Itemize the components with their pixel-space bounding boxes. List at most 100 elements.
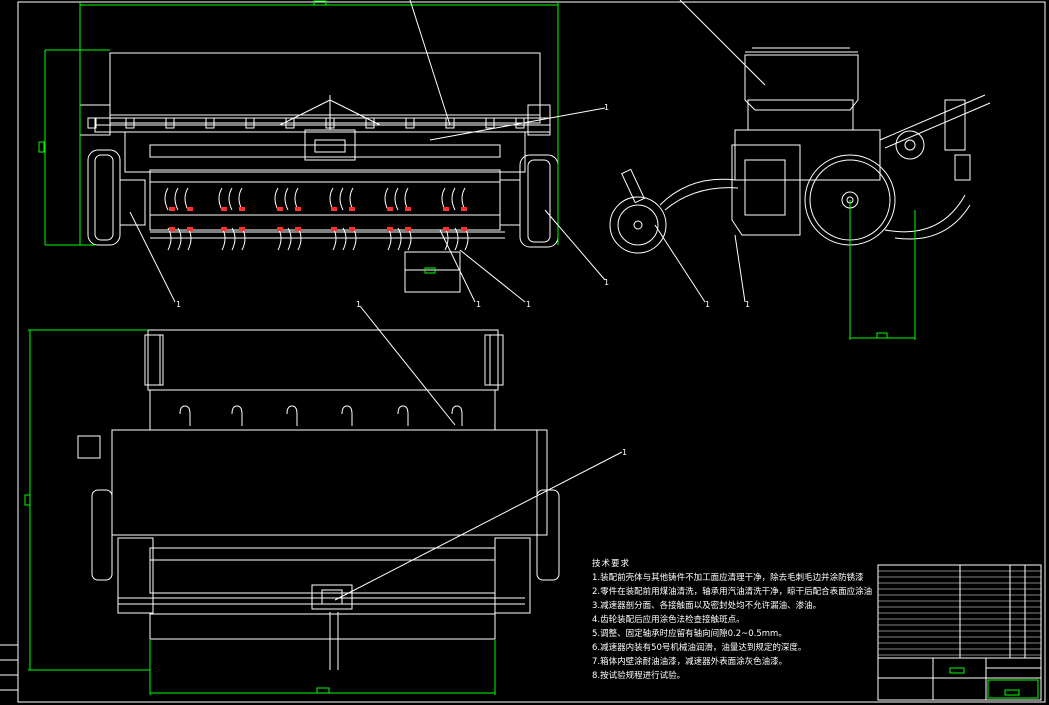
top-bolt bbox=[87, 117, 97, 129]
front-view bbox=[79, 52, 559, 293]
top-view-hooks bbox=[179, 405, 463, 426]
tine-lower bbox=[177, 227, 182, 251]
bolt-marker bbox=[169, 207, 175, 211]
callout-top-a: 1 bbox=[356, 300, 361, 309]
bolt-marker bbox=[461, 227, 467, 231]
requirement-item: 4.齿轮装配后应用涂色法检查接触斑点。 bbox=[592, 615, 745, 625]
tine-lower bbox=[277, 227, 282, 251]
top-bolt bbox=[445, 117, 455, 129]
side-view bbox=[609, 47, 991, 254]
callout-front-c: 1 bbox=[476, 300, 481, 309]
tine-upper bbox=[164, 187, 169, 211]
front-view-bolts bbox=[87, 117, 525, 231]
requirement-item: 6.减速器内装有50号机械油润滑，油量达到规定的深度。 bbox=[592, 643, 807, 653]
tine-lower bbox=[231, 227, 236, 251]
tine-upper bbox=[404, 187, 409, 211]
callout-front-d: 1 bbox=[526, 300, 531, 309]
tine-upper bbox=[284, 187, 289, 211]
bolt-marker bbox=[169, 227, 175, 231]
callout-side-b: 1 bbox=[745, 300, 750, 309]
callout-front-a: 1 bbox=[604, 103, 609, 112]
title-block bbox=[877, 564, 1042, 701]
side-view-dimensions bbox=[849, 200, 916, 340]
tine-lower bbox=[387, 227, 392, 251]
bolt-marker bbox=[405, 227, 411, 231]
top-bolt bbox=[125, 117, 135, 129]
tine-hook bbox=[286, 405, 298, 426]
callout-side-a: 1 bbox=[705, 300, 710, 309]
tine-upper bbox=[349, 187, 354, 211]
tine-upper bbox=[461, 187, 466, 211]
tine-hook bbox=[341, 405, 353, 426]
bolt-marker bbox=[295, 227, 301, 231]
tine-hook bbox=[397, 405, 409, 426]
requirement-item: 3.减速器剖分面、各接触面以及密封处均不允许漏油、渗油。 bbox=[592, 601, 822, 611]
tine-upper bbox=[394, 187, 399, 211]
tine-lower bbox=[397, 227, 402, 251]
bolt-marker bbox=[277, 207, 283, 211]
technical-requirements: 技术要求 1.装配前壳体与其他铸件不加工面应清理干净，除去毛刺毛边并涂防锈漆 2… bbox=[592, 557, 882, 683]
title-block-green bbox=[949, 667, 1039, 699]
bolt-marker bbox=[331, 207, 337, 211]
bolt-marker bbox=[387, 227, 393, 231]
bolt-marker bbox=[331, 227, 337, 231]
tine-lower bbox=[342, 227, 347, 251]
tine-upper bbox=[339, 187, 344, 211]
top-bolt bbox=[365, 117, 375, 129]
requirement-item: 5.调整、固定轴承时应留有轴向间隙0.2~0.5mm。 bbox=[592, 629, 787, 639]
tine-lower bbox=[352, 227, 357, 251]
top-bolt bbox=[485, 117, 495, 129]
front-view-tines bbox=[164, 187, 469, 251]
tine-hook bbox=[231, 405, 243, 426]
tine-upper bbox=[384, 187, 389, 211]
tine-upper bbox=[274, 187, 279, 211]
bolt-marker bbox=[349, 227, 355, 231]
tine-upper bbox=[329, 187, 334, 211]
requirement-item: 7.箱体内壁涂耐油油漆，减速器外表面涂灰色油漆。 bbox=[592, 657, 788, 667]
bolt-marker bbox=[187, 207, 193, 211]
tine-lower bbox=[297, 227, 302, 251]
tine-upper bbox=[218, 187, 223, 211]
tine-lower bbox=[332, 227, 337, 251]
tine-lower bbox=[241, 227, 246, 251]
callout-front-b: 1 bbox=[176, 300, 181, 309]
bolt-marker bbox=[277, 227, 283, 231]
tine-upper bbox=[184, 187, 189, 211]
technical-requirements-title: 技术要求 bbox=[592, 559, 631, 569]
tine-lower bbox=[444, 227, 449, 251]
tine-upper bbox=[451, 187, 456, 211]
tine-upper bbox=[294, 187, 299, 211]
bolt-marker bbox=[221, 207, 227, 211]
tine-upper bbox=[174, 187, 179, 211]
tine-lower bbox=[221, 227, 226, 251]
top-bolt bbox=[165, 117, 175, 129]
bolt-marker bbox=[443, 227, 449, 231]
callout-labels: 1 1 1 1 1 1 1 1 1 bbox=[176, 103, 750, 457]
tine-lower bbox=[167, 227, 172, 251]
requirement-item: 8.按试验规程进行试验。 bbox=[592, 671, 686, 681]
tine-upper bbox=[238, 187, 243, 211]
top-view bbox=[77, 329, 560, 670]
bolt-marker bbox=[387, 207, 393, 211]
tine-lower bbox=[407, 227, 412, 251]
bolt-marker bbox=[443, 207, 449, 211]
bolt-marker bbox=[221, 227, 227, 231]
top-bolt bbox=[285, 117, 295, 129]
bolt-marker bbox=[461, 207, 467, 211]
tine-lower bbox=[454, 227, 459, 251]
tine-upper bbox=[228, 187, 233, 211]
title-block-rows bbox=[878, 570, 1041, 656]
bolt-marker bbox=[405, 207, 411, 211]
top-view-leaders bbox=[334, 305, 623, 601]
requirement-item: 1.装配前壳体与其他铸件不加工面应清理干净，除去毛刺毛边并涂防锈漆 bbox=[592, 573, 864, 583]
top-bolt bbox=[245, 117, 255, 129]
tine-lower bbox=[187, 227, 192, 251]
top-bolt bbox=[325, 117, 335, 129]
tine-lower bbox=[464, 227, 469, 251]
side-view-leaders bbox=[654, 0, 766, 303]
top-view-dimensions bbox=[24, 329, 496, 695]
tine-upper bbox=[441, 187, 446, 211]
callout-front-e: 1 bbox=[604, 278, 609, 287]
requirement-item: 2.零件在装配前用煤油清洗，轴承用汽油清洗干净，晾干后配合表面应涂油 bbox=[592, 587, 873, 597]
tine-lower bbox=[287, 227, 292, 251]
